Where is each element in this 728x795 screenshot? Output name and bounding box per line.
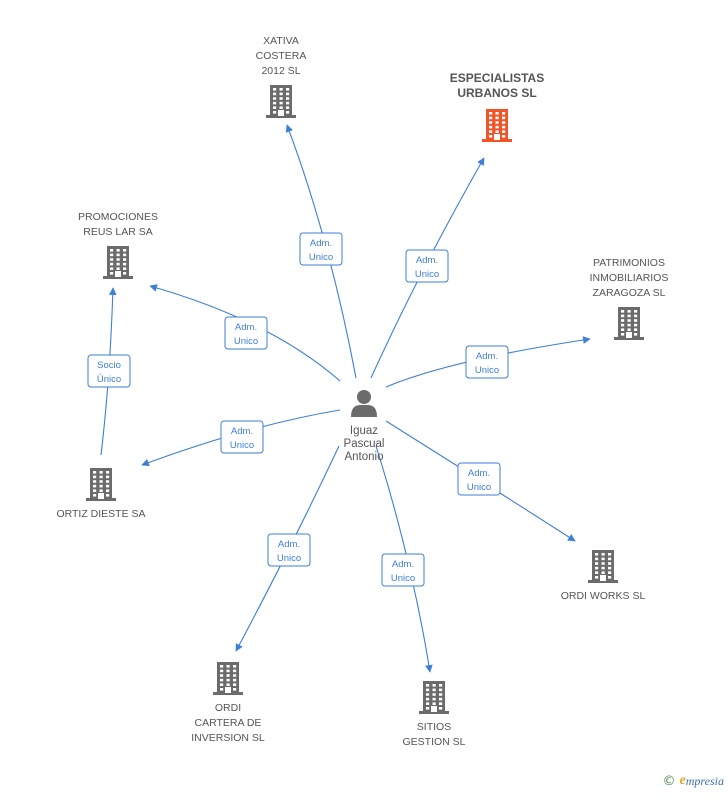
edge-label-box <box>267 533 311 567</box>
company-label-patrimonios[interactable]: ZARAGOZA SL <box>593 287 666 299</box>
edge-label-person-patrimonios[interactable]: Adm. Unico <box>465 345 509 379</box>
edge-label-box <box>224 316 268 350</box>
company-label-promociones[interactable]: PROMOCIONES <box>78 211 158 223</box>
building-icon-patrimonios[interactable] <box>614 307 644 340</box>
company-label-especialistas[interactable]: URBANOS SL <box>457 86 536 100</box>
company-label-sitios[interactable]: SITIOS <box>417 721 451 733</box>
edge-label-text: Unico <box>230 440 254 451</box>
building-icon-ordiworks[interactable] <box>588 550 618 583</box>
company-label-sitios[interactable]: GESTION SL <box>402 736 465 748</box>
edge-label-person-promociones[interactable]: Adm. Unico <box>224 316 268 350</box>
edge-label-person-ortiz[interactable]: Adm. Unico <box>220 420 264 454</box>
edge-label-box <box>87 354 131 388</box>
building-icon-xativa[interactable] <box>266 85 296 118</box>
edge-label-box <box>220 420 264 454</box>
edge-label-text: Adm. <box>278 539 300 550</box>
company-label-ortiz[interactable]: ORTIZ DIESTE SA <box>56 508 145 520</box>
person-label[interactable]: Antonio <box>344 451 383 463</box>
edge-label-text: Unico <box>467 482 491 493</box>
edge-label-text: Adm. <box>468 468 490 479</box>
building-icon-especialistas[interactable] <box>482 109 512 142</box>
company-label-ordicartera[interactable]: INVERSION SL <box>191 732 265 744</box>
company-label-xativa[interactable]: 2012 SL <box>261 65 300 77</box>
building-icon-promociones[interactable] <box>103 246 133 279</box>
building-icon-sitios[interactable] <box>419 681 449 714</box>
company-label-especialistas[interactable]: ESPECIALISTAS <box>450 71 544 85</box>
edge-label-box <box>465 345 509 379</box>
company-label-patrimonios[interactable]: INMOBILIARIOS <box>590 272 669 284</box>
brand-footer: © e mpresia <box>663 773 724 789</box>
edge-label-text: Unico <box>309 252 333 263</box>
person-label[interactable]: Pascual <box>344 438 385 450</box>
brand-logo-initial: e <box>679 773 686 788</box>
company-label-xativa[interactable]: COSTERA <box>256 50 307 62</box>
person-label[interactable]: Iguaz <box>350 425 378 437</box>
edge-label-box <box>299 232 343 266</box>
edge-label-box <box>405 249 449 283</box>
copyright-symbol: © <box>662 773 676 789</box>
edge-label-person-ordicartera[interactable]: Adm. Unico <box>267 533 311 567</box>
edge-label-text: Socio <box>97 360 121 371</box>
edge-label-text: Adm. <box>392 559 414 570</box>
brand-logo-text: mpresia <box>685 773 724 788</box>
edge-label-text: Adm. <box>476 351 498 362</box>
company-label-ordicartera[interactable]: CARTERA DE <box>195 717 262 729</box>
edge-label-text: Adm. <box>235 322 257 333</box>
edge-label-person-xativa[interactable]: Adm. Unico <box>299 232 343 266</box>
edge-label-text: Único <box>97 374 121 385</box>
edge-label-person-ordiworks[interactable]: Adm. Unico <box>457 462 501 496</box>
edge-label-text: Unico <box>415 269 439 280</box>
edge-label-text: Adm. <box>231 426 253 437</box>
company-label-ordiworks[interactable]: ORDI WORKS SL <box>561 590 646 602</box>
building-icon-ortiz[interactable] <box>86 468 116 501</box>
building-icon-ordicartera[interactable] <box>213 662 243 695</box>
edge-label-text: Unico <box>475 365 499 376</box>
edge-label-text: Adm. <box>310 238 332 249</box>
company-label-ordicartera[interactable]: ORDI <box>215 702 241 714</box>
company-label-promociones[interactable]: REUS LAR SA <box>83 226 152 238</box>
edge-label-box <box>381 553 425 587</box>
edge-label-text: Unico <box>391 573 415 584</box>
person-icon[interactable] <box>351 390 377 417</box>
company-label-xativa[interactable]: XATIVA <box>263 35 299 47</box>
edge-label-text: Unico <box>234 336 258 347</box>
edge-label-text: Unico <box>277 553 301 564</box>
edge-label-person-sitios[interactable]: Adm. Unico <box>381 553 425 587</box>
edge-label-text: Adm. <box>416 255 438 266</box>
edge-label-person-especialistas[interactable]: Adm. Unico <box>405 249 449 283</box>
company-label-patrimonios[interactable]: PATRIMONIOS <box>593 257 665 269</box>
edge-label-box <box>457 462 501 496</box>
